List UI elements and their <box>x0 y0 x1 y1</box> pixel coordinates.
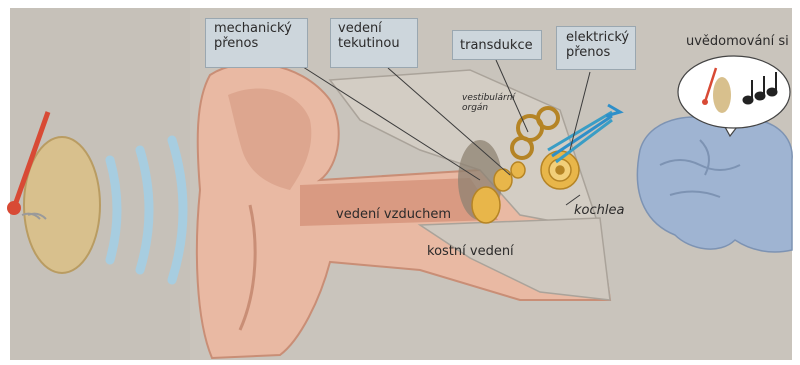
ossicle-stapes <box>511 162 525 178</box>
label-fluid-conduction: vedení tekutinou <box>338 21 400 51</box>
cochlea-spiral-core <box>556 166 564 174</box>
label-transduction: transdukce <box>460 38 533 53</box>
label-awareness: uvědomování si <box>686 34 789 49</box>
mini-fork-ball <box>702 99 708 105</box>
label-mechanical-transmission: mechanický přenos <box>214 21 292 51</box>
label-vestibular-organ: vestibulární orgán <box>462 93 515 113</box>
label-cochlea: kochlea <box>574 203 624 218</box>
label-bone-conduction: kostní vedení <box>427 244 514 259</box>
mini-plate <box>713 77 731 113</box>
fork-ball <box>7 201 21 215</box>
vibrating-plate <box>24 137 100 273</box>
ossicle-incus <box>494 169 512 191</box>
label-electrical-transmission: elektrický přenos <box>566 30 629 60</box>
label-air-conduction: vedení vzduchem <box>336 207 451 222</box>
ossicle-malleus <box>472 187 500 223</box>
